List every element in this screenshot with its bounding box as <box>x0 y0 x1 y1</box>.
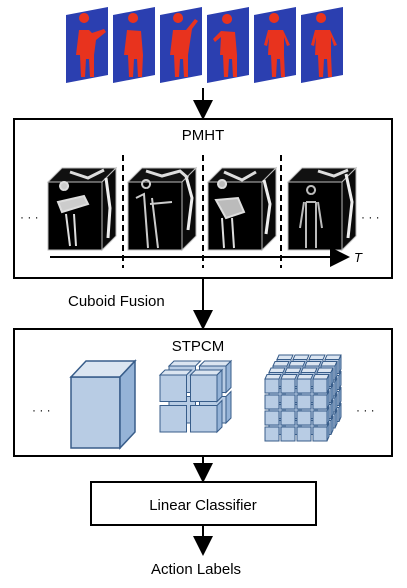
stpcm-block: STPCM · · · · · · <box>13 328 393 457</box>
pmht-ellipsis-left: · · · <box>20 210 39 224</box>
sub-cube-front <box>280 426 296 442</box>
classifier-label: Linear Classifier <box>149 497 257 514</box>
sub-cube-front <box>296 378 312 394</box>
pyramid-level-3-cube <box>264 354 342 442</box>
sub-cube-top <box>312 374 330 380</box>
pmht-ellipsis-right: · · · <box>361 210 380 224</box>
temporal-cuboid <box>286 166 358 252</box>
sub-cube-front <box>296 394 312 410</box>
sub-cube-side <box>326 422 330 442</box>
sub-cube-side <box>225 359 232 394</box>
sub-cube-front <box>264 410 280 426</box>
sub-cube-side <box>326 390 330 410</box>
pmht-block: PMHT <box>13 118 393 279</box>
sub-cube-front <box>312 394 328 410</box>
sub-cube-top <box>272 361 290 367</box>
sub-cube-top <box>280 374 298 380</box>
sub-cube-side <box>338 370 342 390</box>
sub-cube-side <box>225 390 232 425</box>
cuboid-fusion-label: Cuboid Fusion <box>68 293 165 310</box>
sub-cube-top <box>316 367 334 373</box>
pyramid-level-1-cube <box>69 359 137 450</box>
sub-cube-top <box>296 374 314 380</box>
sub-cube-top <box>300 367 318 373</box>
sub-cube-side <box>326 374 330 394</box>
sub-cube-front <box>159 405 187 433</box>
sub-cube-front <box>296 410 312 426</box>
sub-cube-front <box>296 426 312 442</box>
sub-cube-front <box>312 426 328 442</box>
sub-cube-front <box>312 410 328 426</box>
sub-cube-front <box>312 378 328 394</box>
input-frame <box>207 7 249 83</box>
input-frame <box>66 7 108 83</box>
sub-cube-top <box>304 361 322 367</box>
pmht-title: PMHT <box>182 127 225 144</box>
sub-cube-top <box>158 369 193 376</box>
sub-cube-front <box>280 410 296 426</box>
sub-cube-side <box>330 383 334 403</box>
sub-cube-front <box>159 374 187 402</box>
sub-cube-side <box>326 406 330 426</box>
sub-cube-side <box>334 393 338 413</box>
sub-cube-side <box>334 361 338 381</box>
sub-cube-side <box>330 415 334 435</box>
sub-cube-side <box>338 354 342 374</box>
sub-cube-side <box>334 377 338 397</box>
sub-cube-front <box>190 374 218 402</box>
temporal-cuboid <box>126 166 198 252</box>
sub-cube-top <box>324 354 342 360</box>
sub-cube-front <box>264 394 280 410</box>
input-frame <box>301 7 343 83</box>
sub-cube-side <box>330 399 334 419</box>
sub-cube-top <box>288 361 306 367</box>
sub-cube-top <box>292 354 310 360</box>
sub-cube-side <box>334 409 338 429</box>
sub-cube-top <box>264 374 282 380</box>
stpcm-title: STPCM <box>172 338 225 355</box>
stpcm-ellipsis-right: · · · <box>356 403 375 417</box>
input-frame <box>113 7 155 83</box>
time-axis-label: T <box>354 250 363 265</box>
temporal-cuboid <box>206 166 278 252</box>
sub-cube-side <box>216 399 223 434</box>
input-frame <box>160 7 202 83</box>
sub-cube-top <box>167 360 202 367</box>
sub-cube-side <box>330 367 334 387</box>
sub-cube-front <box>190 405 218 433</box>
sub-cube-front <box>264 426 280 442</box>
sub-cube-front <box>280 394 296 410</box>
input-frames <box>66 7 343 83</box>
stpcm-ellipsis-left: · · · <box>32 403 51 417</box>
pyramid-level-2-cube <box>158 359 233 434</box>
sub-cube-top <box>276 354 294 360</box>
input-frame <box>254 7 296 83</box>
sub-cube-top <box>284 367 302 373</box>
sub-cube-side <box>338 402 342 422</box>
sub-cube-top <box>320 361 338 367</box>
sub-cube-front <box>264 378 280 394</box>
sub-cube-front <box>280 378 296 394</box>
sub-cube-side <box>338 386 342 406</box>
action-labels-output: Action Labels <box>151 561 241 578</box>
sub-cube-top <box>268 367 286 373</box>
temporal-cuboid <box>46 166 118 252</box>
sub-cube-side <box>216 368 223 403</box>
sub-cube-top <box>308 354 326 360</box>
classifier-block: Linear Classifier <box>90 481 317 526</box>
